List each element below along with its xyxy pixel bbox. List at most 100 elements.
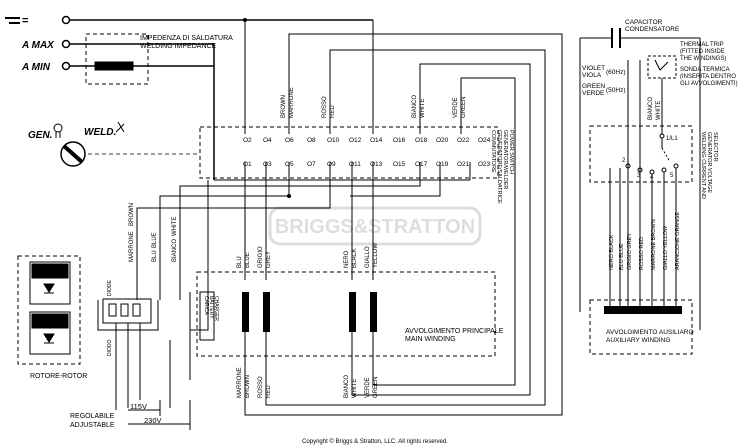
output-terminals: [5, 15, 373, 180]
main-winding-leads: [244, 332, 374, 415]
svg-text:O7: O7: [307, 161, 316, 168]
svg-text:2: 2: [622, 158, 626, 164]
voltage-brackets: [115, 400, 191, 430]
svg-text:GENERATORE/SALDATRICE: GENERATORE/SALDATRICE: [496, 130, 502, 204]
svg-text:GIALLO: GIALLO: [365, 246, 371, 268]
svg-text:BLUE: BLUE: [245, 252, 251, 268]
svg-text:VERDE: VERDE: [365, 377, 371, 398]
main-winding-coils: [242, 292, 377, 332]
svg-text:O23: O23: [478, 161, 491, 168]
svg-text:BIANCO: BIANCO: [412, 95, 418, 118]
svg-text:O22: O22: [457, 137, 470, 144]
svg-text:(60Hz): (60Hz): [606, 69, 626, 76]
svg-text:GRIGIO: GRIGIO: [258, 246, 264, 268]
svg-text:RED: RED: [266, 385, 272, 398]
svg-text:MARRONE: MARRONE: [237, 367, 243, 398]
power-switch-box: [199, 126, 499, 179]
main-winding-box: [196, 271, 496, 357]
svg-text:O15: O15: [393, 161, 406, 168]
diode-bridge: [97, 291, 215, 408]
aux-winding-box: [589, 299, 693, 355]
svg-text:POWER SWITCH: POWER SWITCH: [508, 130, 514, 174]
svg-text:O13: O13: [370, 161, 383, 168]
svg-text:O18: O18: [415, 137, 428, 144]
svg-text:WHITE: WHITE: [420, 99, 426, 118]
watermark: BRIGGS&STRATTON: [268, 206, 482, 246]
svg-text:O8: O8: [307, 137, 316, 144]
svg-text:ARANCIONE ORANGE: ARANCIONE ORANGE: [675, 212, 681, 270]
svg-text:VIOLA: VIOLA: [582, 72, 602, 79]
svg-text:NERO BLACK: NERO BLACK: [609, 234, 615, 270]
bianco-white-label: BIANCO WHITE: [648, 97, 662, 120]
svg-text:O17: O17: [415, 161, 428, 168]
thermal-trip-label: THERMAL TRIP (FITTED INSIDE THE WINDINGS…: [680, 42, 738, 87]
main-winding-label-1: AVVOLGIMENTO PRINCIPALE: [405, 328, 504, 335]
svg-text:MARRONE: MARRONE: [289, 87, 295, 118]
svg-text:BROWN: BROWN: [129, 203, 135, 226]
charger-label: CARICA BATTERY CHARGER: [203, 296, 219, 321]
capacitor-symbol: [579, 28, 701, 330]
aux-winding-label-1: AVVOLGIMENTO AUSILIARO: [606, 329, 694, 336]
svg-text:BLACK: BLACK: [352, 248, 358, 268]
selector-pins: 1/L1 2 3 4 5: [622, 136, 678, 181]
svg-text:(INSERITA DENTRO: (INSERITA DENTRO: [680, 74, 736, 80]
aux-wires: [609, 168, 677, 306]
regolabile-label: REGOLABILE: [70, 413, 115, 420]
svg-text:O24: O24: [478, 137, 491, 144]
switch-pins-top: O2 O4 O6 O8 O10 O12 O14 O16 O18 O20 O22 …: [243, 137, 491, 144]
svg-text:WHITE: WHITE: [172, 217, 178, 236]
rotor-label: ROTORE-ROTOR: [30, 373, 87, 380]
power-switch-label: COMMUTATORE GENERATORE/SALDATRICE GENERA…: [490, 130, 514, 204]
gen-label: GEN.: [28, 130, 52, 141]
svg-text:NERO: NERO: [344, 250, 350, 268]
svg-text:O21: O21: [457, 161, 470, 168]
v115-label: 115V: [130, 402, 147, 411]
svg-text:O12: O12: [349, 137, 362, 144]
aux-wire-labels: NERO BLACK BLU BLUE GRIGIO GREY ROSSO RE…: [609, 212, 681, 270]
svg-text:5: 5: [670, 173, 674, 179]
amax-label: A MAX: [21, 40, 55, 51]
weld-icon: [115, 121, 125, 133]
weld-label: WELD.: [84, 127, 116, 138]
svg-text:YELLOW: YELLOW: [373, 243, 379, 268]
adjustable-label: ADJUSTABLE: [70, 422, 115, 429]
svg-text:SELECTOR: SELECTOR: [712, 132, 718, 162]
svg-text:O20: O20: [436, 137, 449, 144]
v230-label: 230V: [144, 416, 162, 425]
capacitor-label-1: CAPACITOR: [625, 19, 663, 26]
svg-text:O14: O14: [370, 137, 383, 144]
dc-terminal-label: =: [22, 15, 28, 27]
svg-text:O1: O1: [243, 161, 252, 168]
svg-text:GREY: GREY: [266, 251, 272, 268]
svg-text:GLI AVVOLGIMENTI): GLI AVVOLGIMENTI): [680, 81, 738, 87]
selector-label: WELDING CURRENT AND GENERATOR VOLTAGE SE…: [700, 132, 718, 199]
svg-text:GREEN: GREEN: [461, 97, 467, 118]
svg-text:O16: O16: [393, 137, 406, 144]
svg-text:GREEN: GREEN: [582, 83, 605, 90]
svg-text:WHITE: WHITE: [352, 379, 358, 398]
capacitor-feed-wires: [627, 60, 641, 200]
svg-text:BROWN: BROWN: [245, 375, 251, 398]
svg-text:O2: O2: [243, 137, 252, 144]
svg-text:SONDA TERMICA: SONDA TERMICA: [680, 67, 730, 73]
svg-text:BIANCO: BIANCO: [648, 97, 654, 120]
svg-text:GIALLO YELLOW: GIALLO YELLOW: [663, 225, 669, 270]
watermark-text: BRIGGS&STRATTON: [275, 216, 475, 238]
svg-text:BIANCO: BIANCO: [172, 239, 178, 262]
svg-text:3: 3: [637, 173, 641, 179]
svg-text:BATTERY: BATTERY: [208, 296, 214, 319]
selector-box: [589, 125, 693, 183]
svg-text:GENERATOR/WELDER: GENERATOR/WELDER: [502, 130, 508, 189]
svg-text:COMMUTATORE: COMMUTATORE: [490, 130, 496, 173]
svg-text:O11: O11: [349, 161, 361, 168]
thermal-trip: [647, 55, 677, 134]
impedance-label-2: WELDING IMPEDANCE: [140, 43, 217, 50]
selector-knob-icon: [60, 141, 200, 167]
svg-text:WHITE: WHITE: [656, 101, 662, 120]
svg-text:WELDING CURRENT AND: WELDING CURRENT AND: [700, 132, 706, 199]
violet-green-labels: VIOLET VIOLA (60Hz) GREEN VERDE (50Hz): [582, 65, 626, 97]
